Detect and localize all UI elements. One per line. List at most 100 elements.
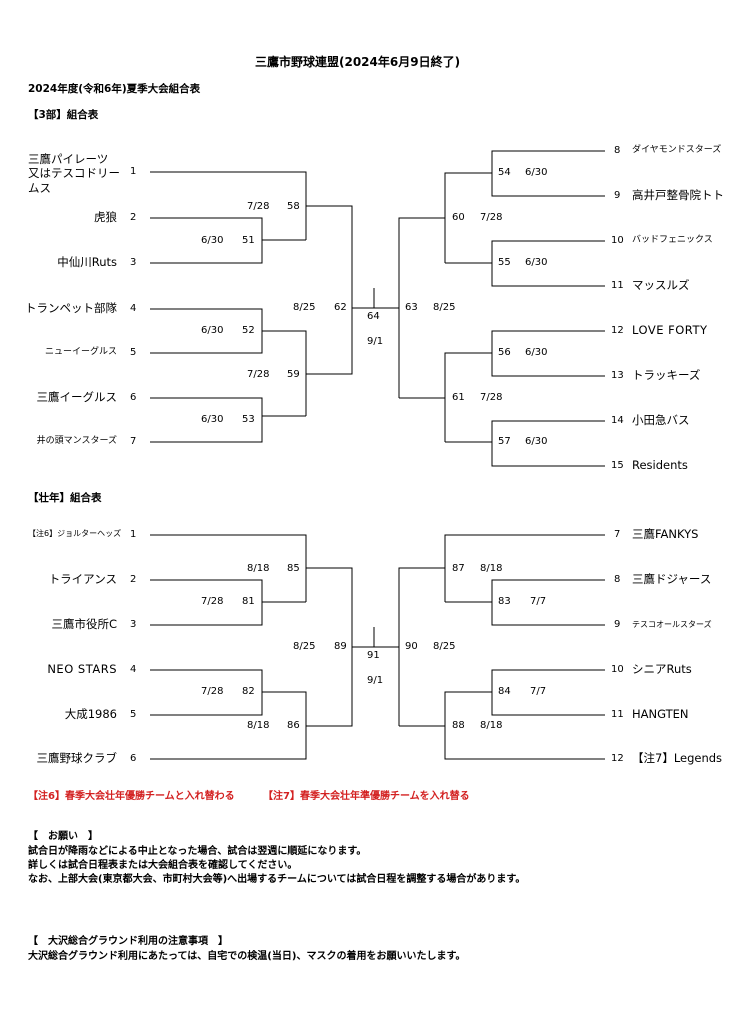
team-number: 6 — [130, 392, 137, 403]
game-number: 57 — [498, 436, 511, 447]
team-name: トランペット部隊 — [25, 301, 117, 315]
team-number: 7 — [614, 529, 621, 540]
ground-heading: 【 大沢総合グラウンド利用の注意事項 】 — [28, 936, 228, 947]
game-date: 6/30 — [525, 347, 548, 358]
bracket-line — [150, 171, 307, 240]
game-date: 8/18 — [480, 563, 503, 574]
game-date: 7/28 — [247, 369, 270, 380]
game-number: 81 — [242, 596, 255, 607]
game-number: 63 — [405, 302, 418, 313]
game-number: 58 — [287, 201, 300, 212]
team-name: ダイヤモンドスターズ — [632, 145, 722, 155]
note-7: 【注7】春季大会壮年準優勝チームを入れ替る — [263, 791, 470, 802]
team-name: 高井戸整骨院トト — [632, 188, 724, 202]
request-line: なお、上部大会(東京都大会、市町村大会等)へ出場するチームについては試合日程を調… — [28, 874, 526, 885]
team-name: 虎狼 — [94, 210, 117, 224]
team-number: 5 — [130, 347, 137, 358]
game-number: 64 — [367, 311, 380, 322]
team-number: 4 — [130, 303, 137, 314]
team-name: 中仙川Ruts — [57, 255, 117, 269]
team-number: 6 — [130, 753, 137, 764]
request-heading: 【 お願い 】 — [28, 831, 98, 842]
team-number: 4 — [130, 664, 137, 675]
team-number: 9 — [614, 190, 621, 201]
team-number: 1 — [130, 529, 137, 540]
game-date: 8/25 — [293, 641, 316, 652]
team-name: マッスルズ — [632, 278, 690, 292]
team-number: 2 — [130, 574, 137, 585]
bracket-line — [444, 172, 492, 263]
game-number: 91 — [367, 650, 380, 661]
game-number: 56 — [498, 347, 511, 358]
team-name: 三鷹市役所C — [51, 617, 117, 631]
team-number: 5 — [130, 709, 137, 720]
team-name: 三鷹パイレーツ 又はテスコドリー ムス — [28, 152, 120, 195]
game-date: 6/30 — [201, 235, 224, 246]
game-date: 8/18 — [247, 563, 270, 574]
team-number: 7 — [130, 436, 137, 447]
game-date: 7/28 — [201, 596, 224, 607]
request-line: 試合日が降雨などによる中止となった場合、試合は翌週に順延になります。 — [28, 846, 367, 857]
game-number: 60 — [452, 212, 465, 223]
game-date: 7/28 — [480, 212, 503, 223]
team-number: 11 — [611, 709, 624, 720]
team-name: Residents — [632, 458, 688, 472]
bracket-line — [262, 330, 307, 416]
bracket-line — [150, 397, 263, 443]
team-name: バッドフェニックス — [632, 235, 713, 245]
game-date: 8/18 — [480, 720, 503, 731]
team-name: テスコオールスターズ — [632, 620, 712, 629]
game-date: 6/30 — [201, 325, 224, 336]
team-number: 13 — [611, 370, 624, 381]
bracket-line — [444, 534, 605, 602]
game-date: 7/28 — [480, 392, 503, 403]
game-date: 6/30 — [525, 167, 548, 178]
game-date: 7/28 — [247, 201, 270, 212]
game-date: 8/25 — [433, 302, 456, 313]
game-number: 54 — [498, 167, 511, 178]
team-name: 【注6】ジョルターヘッズ — [28, 529, 122, 538]
team-number: 3 — [130, 619, 137, 630]
team-number: 8 — [614, 574, 621, 585]
bracket-line — [306, 567, 353, 693]
bracket-line — [491, 420, 605, 467]
team-number: 12 — [611, 753, 624, 764]
bracket-line — [150, 534, 307, 602]
bracket-line — [306, 648, 353, 727]
bracket-line — [398, 567, 445, 726]
team-name: ニューイーグルス — [44, 347, 117, 357]
page-subtitle: 2024年度(令和6年)夏季大会組合表 — [28, 83, 201, 95]
ground-line: 大沢総合グラウンド利用にあたっては、自宅での検温(当日)、マスクの着用をお願いい… — [28, 951, 466, 962]
request-line: 詳しくは試合日程表または大会組合表を確認してください。 — [28, 860, 298, 871]
game-number: 51 — [242, 235, 255, 246]
team-number: 8 — [614, 145, 621, 156]
team-name: 三鷹FANKYS — [632, 527, 699, 541]
game-number: 87 — [452, 563, 465, 574]
game-number: 55 — [498, 257, 511, 268]
team-name: トラッキーズ — [632, 368, 701, 382]
team-name: シニアRuts — [632, 662, 692, 676]
game-number: 59 — [287, 369, 300, 380]
bracket-line — [398, 217, 445, 398]
team-name: 【注7】Legends — [632, 751, 723, 765]
team-number: 9 — [614, 619, 621, 630]
team-name: NEO STARS — [47, 662, 117, 676]
team-name: トライアンス — [48, 572, 117, 586]
note-6: 【注6】春季大会壮年優勝チームと入れ替わる — [28, 791, 235, 802]
game-number: 82 — [242, 686, 255, 697]
game-number: 83 — [498, 596, 511, 607]
team-number: 14 — [611, 415, 624, 426]
game-number: 89 — [334, 641, 347, 652]
team-number: 3 — [130, 257, 137, 268]
team-name: 三鷹ドジャース — [632, 572, 712, 586]
team-name: 三鷹イーグルス — [36, 390, 118, 404]
team-name: HANGTEN — [632, 707, 689, 721]
game-date: 9/1 — [367, 675, 384, 686]
game-number: 62 — [334, 302, 347, 313]
team-number: 15 — [611, 460, 624, 471]
team-number: 2 — [130, 212, 137, 223]
game-date: 8/25 — [433, 641, 456, 652]
team-name: LOVE FORTY — [632, 323, 708, 337]
page-title: 三鷹市野球連盟(2024年6月9日終了) — [255, 55, 461, 69]
